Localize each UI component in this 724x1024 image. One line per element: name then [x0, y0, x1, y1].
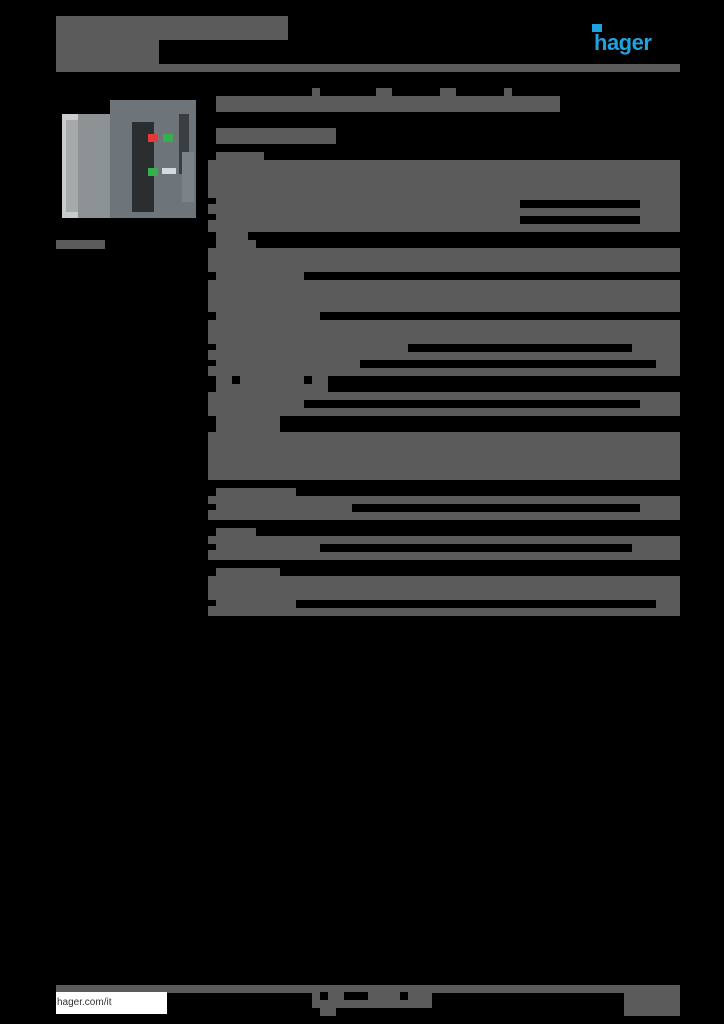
section-1-left-gap-1: [208, 198, 216, 204]
section-5-label-3: [312, 376, 328, 384]
section-9-left-gap: [208, 600, 216, 606]
section-6-table: [208, 432, 680, 480]
document-title-line-2: [56, 40, 159, 64]
footer-center-gap-3: [400, 992, 408, 1000]
section-7-row-gap: [352, 504, 640, 512]
section-9-table: [208, 576, 680, 616]
section-1-row-gap-2: [520, 216, 640, 224]
footer-center-gap-1: [320, 992, 328, 1000]
section-2-label-tail: [216, 240, 256, 248]
section-8-row-gap: [320, 544, 632, 552]
footer-page-number: [624, 992, 680, 1016]
section-7-left-gap: [208, 504, 216, 510]
product-photo: [62, 100, 196, 218]
section-3-label: [216, 272, 304, 280]
section-1-label: [216, 152, 264, 160]
section-4-left-gap-2: [208, 360, 216, 366]
section-2-table: [208, 248, 680, 272]
section-7-label: [216, 488, 296, 496]
section-8-left-gap: [208, 544, 216, 550]
product-heading-tick-4: [504, 88, 512, 96]
section-6-label: [216, 416, 280, 424]
brand-logo-mark: [592, 24, 602, 32]
brand-logo: hager: [594, 30, 652, 55]
product-heading: [216, 96, 560, 112]
footer-center-gap-2: [344, 992, 368, 1000]
section-4-label: [216, 312, 320, 320]
section-5-label: [216, 376, 232, 384]
section-4-left-gap-1: [208, 344, 216, 350]
website-link[interactable]: hager.com/it: [56, 992, 167, 1014]
section-2-label: [216, 232, 248, 240]
product-subheading: [216, 128, 336, 144]
footer-rule: [56, 985, 680, 993]
section-1-row-gap-1: [520, 200, 640, 208]
section-8-label: [216, 528, 256, 536]
section-4-row-gap-2: [360, 360, 656, 368]
header-rule: [56, 64, 680, 72]
product-image-caption: [56, 240, 105, 249]
section-1-left-gap-2: [208, 214, 216, 220]
section-9-label: [216, 568, 280, 576]
product-heading-tick-1: [312, 88, 320, 96]
section-5-label-row: [216, 384, 328, 392]
section-6-label-tail: [216, 424, 280, 432]
product-heading-tick-3: [440, 88, 456, 96]
document-title-line-1: [56, 16, 288, 40]
section-3-table: [208, 280, 680, 312]
footer-center-tail: [320, 1008, 336, 1016]
section-5-label-2: [240, 376, 304, 384]
section-5-row-gap: [304, 400, 640, 408]
section-4-row-gap-1: [408, 344, 632, 352]
product-heading-tick-2: [376, 88, 392, 96]
footer-center-text: [312, 992, 432, 1008]
section-9-row-gap: [296, 600, 656, 608]
